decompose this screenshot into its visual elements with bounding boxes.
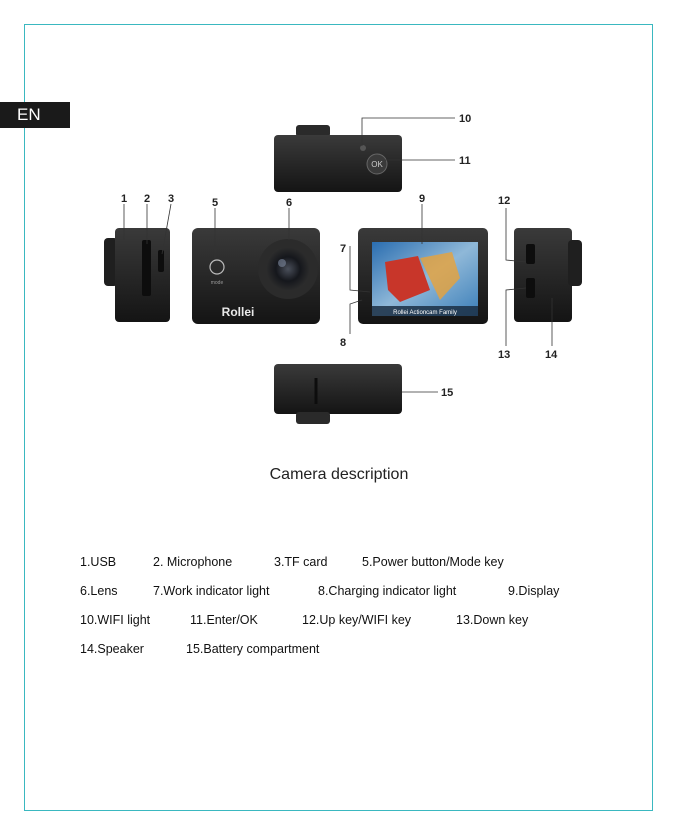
camera-bottom-view (274, 364, 402, 424)
callout-6: 6 (286, 197, 292, 209)
camera-left-side-view (104, 228, 170, 322)
callout-3: 3 (168, 193, 174, 205)
camera-top-view: OK (274, 125, 402, 192)
legend-item: 3.TF card (274, 555, 328, 569)
legend-item: 9.Display (508, 584, 560, 598)
legend-item: 11.Enter/OK (190, 613, 258, 627)
legend-item: 1.USB (80, 555, 117, 569)
screen-caption: Rollei Actioncam Family (393, 310, 457, 316)
brand-logo: Rollei (222, 305, 255, 319)
camera-front-view: mode Rollei (192, 228, 320, 324)
ok-button-label: OK (371, 160, 383, 169)
callout-leaders (123, 117, 553, 393)
callout-8: 8 (340, 337, 346, 349)
legend-item: 2. Microphone (153, 555, 233, 569)
callout-14: 14 (545, 349, 558, 361)
callout-2: 2 (144, 193, 150, 205)
legend-item: 15.Battery compartment (186, 642, 320, 656)
figure-caption: Camera description (269, 466, 409, 483)
legend-item: 5.Power button/Mode key (362, 555, 504, 569)
callout-7: 7 (340, 243, 346, 255)
legend-item: 14.Speaker (80, 642, 144, 656)
callout-1: 1 (121, 193, 127, 205)
power-label: mode (211, 280, 224, 286)
callout-5: 5 (212, 197, 218, 209)
legend-item: 12.Up key/WIFI key (302, 613, 412, 627)
callout-12: 12 (498, 195, 510, 207)
camera-figure: OK mode Rollei Rollei Actioncam Family (104, 113, 582, 424)
camera-back-view: Rollei Actioncam Family (358, 228, 488, 324)
page-frame (24, 24, 653, 811)
legend-item: 13.Down key (456, 613, 529, 627)
legend-item: 10.WIFI light (80, 613, 151, 627)
callout-13: 13 (498, 349, 510, 361)
callout-numbers: 10 11 1 2 3 5 6 9 7 8 12 13 14 15 (121, 113, 558, 399)
callout-15: 15 (441, 387, 453, 399)
callout-10: 10 (459, 113, 471, 125)
legend-item: 7.Work indicator light (153, 584, 270, 598)
callout-11: 11 (459, 155, 471, 167)
legend-item: 6.Lens (80, 584, 118, 598)
camera-right-side-view (514, 228, 582, 322)
language-tab: EN (0, 102, 70, 128)
legend-item: 8.Charging indicator light (318, 584, 457, 598)
callout-9: 9 (419, 193, 425, 205)
